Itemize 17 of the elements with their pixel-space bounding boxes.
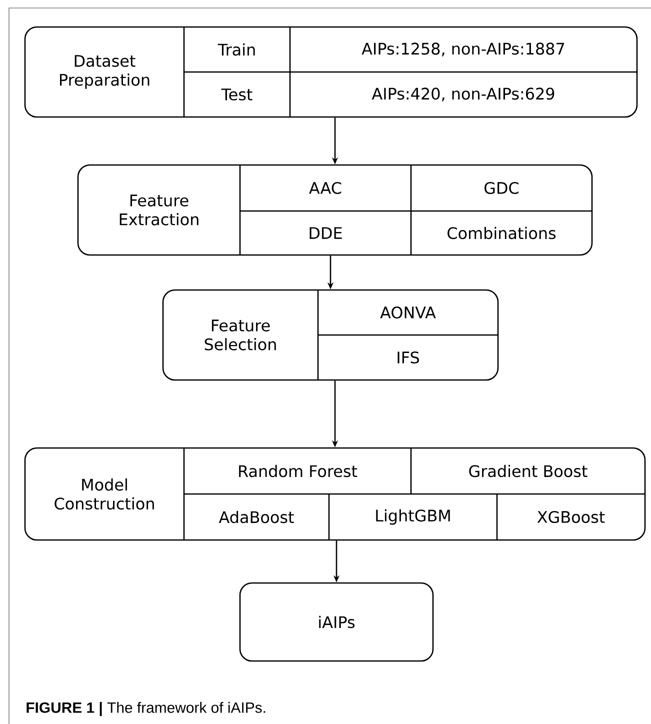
table-cell: Train bbox=[218, 43, 255, 56]
figure-caption: FIGURE 1 | The framework of iAIPs. bbox=[26, 702, 266, 716]
table-cell: Combinations bbox=[448, 226, 556, 240]
table-cell: AONVA bbox=[380, 306, 436, 319]
table-cell: IFS bbox=[398, 351, 419, 364]
table-cell: XGBoost bbox=[537, 510, 605, 524]
table-cell: Random Forest bbox=[239, 464, 358, 478]
table-cell: AdaBoost bbox=[218, 510, 294, 524]
table-cell: Test bbox=[221, 88, 252, 100]
table-cell: AIPs:420, non-AIPs:629 bbox=[372, 88, 554, 102]
table-cell: LightGBM bbox=[376, 509, 450, 525]
table-cell: AAC bbox=[309, 182, 342, 194]
process-box: iAIPs bbox=[239, 582, 434, 662]
table-cell: AIPs:1258, non-AIPs:1887 bbox=[362, 42, 564, 56]
table-cell: Gradient Boost bbox=[469, 464, 588, 478]
table-cell: GDC bbox=[484, 182, 518, 194]
table-cell: DDE bbox=[310, 227, 342, 239]
